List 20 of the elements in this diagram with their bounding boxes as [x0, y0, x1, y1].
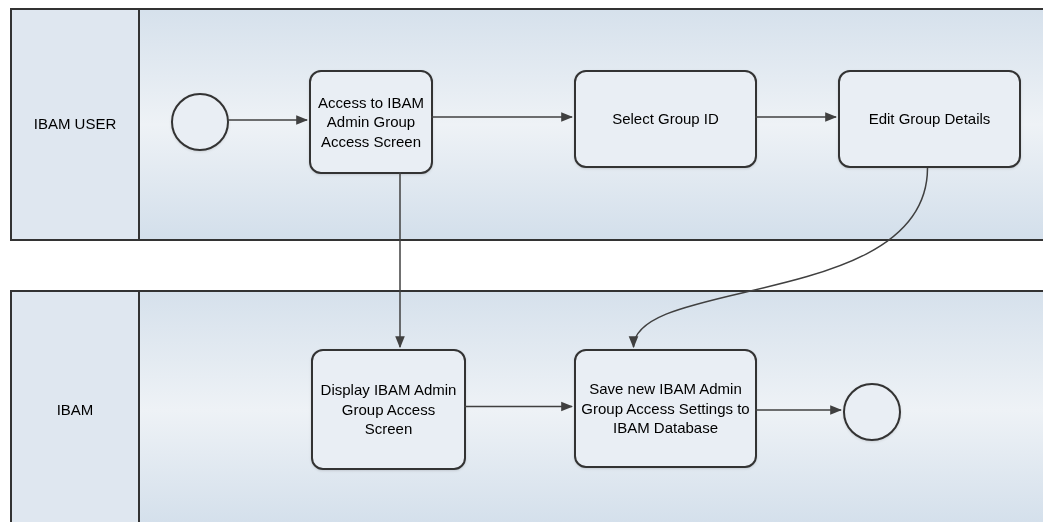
process-box — [838, 70, 1021, 168]
process-label: Display IBAM Admin Group Access Screen — [319, 380, 458, 439]
lane-label: IBAM — [56, 399, 94, 420]
process-box — [574, 70, 757, 168]
arrow — [754, 112, 838, 122]
process-box — [311, 349, 466, 470]
swimlane — [10, 290, 1043, 522]
arrow — [463, 401, 574, 412]
arrow — [226, 115, 309, 125]
lane-label: IBAM USER — [33, 114, 117, 135]
process-label: Access to IBAM Admin Group Access Screen — [317, 92, 425, 152]
arrow — [754, 405, 843, 415]
arrow — [395, 171, 405, 349]
swimlane — [10, 8, 1043, 241]
arrow — [430, 112, 574, 122]
process-box — [574, 349, 757, 468]
process-label: Save new IBAM Admin Group Access Settings to IBAM Database — [580, 379, 751, 438]
process-label: Select Group ID — [612, 109, 719, 129]
process-label: Edit Group Details — [868, 109, 991, 129]
process-box — [309, 70, 433, 174]
